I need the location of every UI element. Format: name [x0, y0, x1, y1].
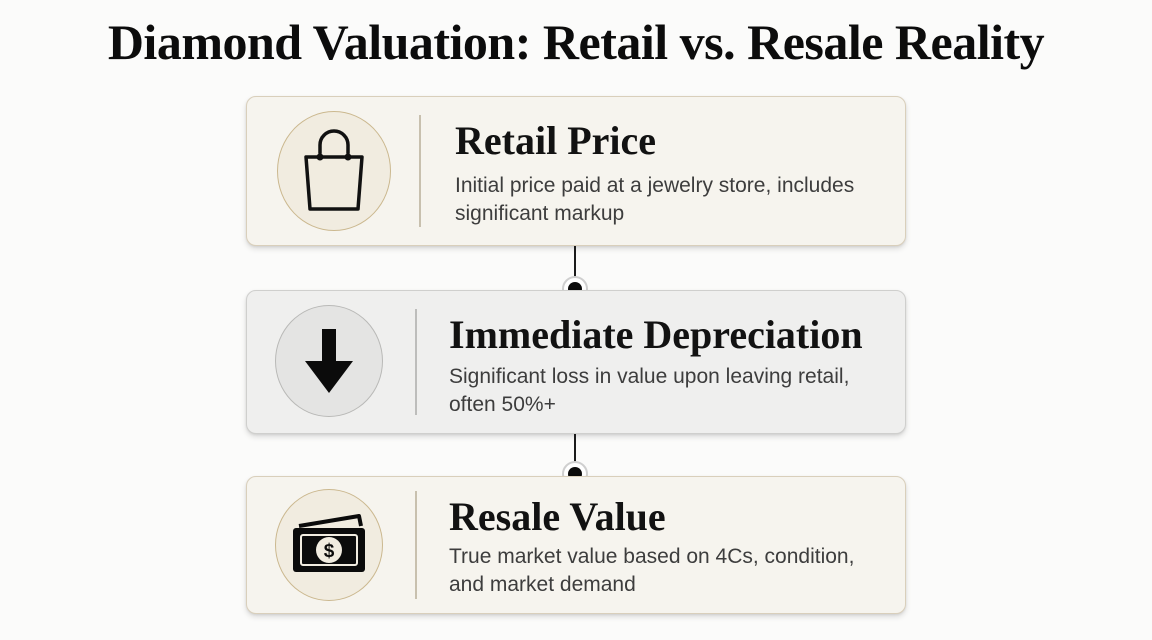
svg-text:$: $ — [324, 541, 335, 562]
shopping-bag-icon — [277, 111, 391, 231]
money-bill-icon: $ — [275, 489, 383, 601]
step-title: Retail Price — [455, 118, 656, 163]
step-description: Significant loss in value upon leaving r… — [449, 365, 850, 416]
page-title: Diamond Valuation: Retail vs. Resale Rea… — [107, 14, 1045, 70]
step-card-immediate-depreciation: Immediate Depreciation Significant loss … — [246, 290, 906, 434]
step-card-resale-value: $ Resale Value True market value based o… — [246, 476, 906, 614]
connector-line — [574, 434, 576, 466]
card-divider — [419, 115, 421, 227]
step-description: Initial price paid at a jewelry store, i… — [455, 174, 855, 225]
card-divider — [415, 491, 417, 599]
arrow-down-icon — [275, 305, 383, 417]
step-card-retail-price: Retail Price Initial price paid at a jew… — [246, 96, 906, 246]
connector-line — [574, 246, 576, 280]
step-description: True market value based on 4Cs, conditio… — [449, 545, 855, 596]
step-title: Resale Value — [449, 494, 666, 539]
step-title: Immediate Depreciation — [449, 312, 863, 357]
card-divider — [415, 309, 417, 415]
